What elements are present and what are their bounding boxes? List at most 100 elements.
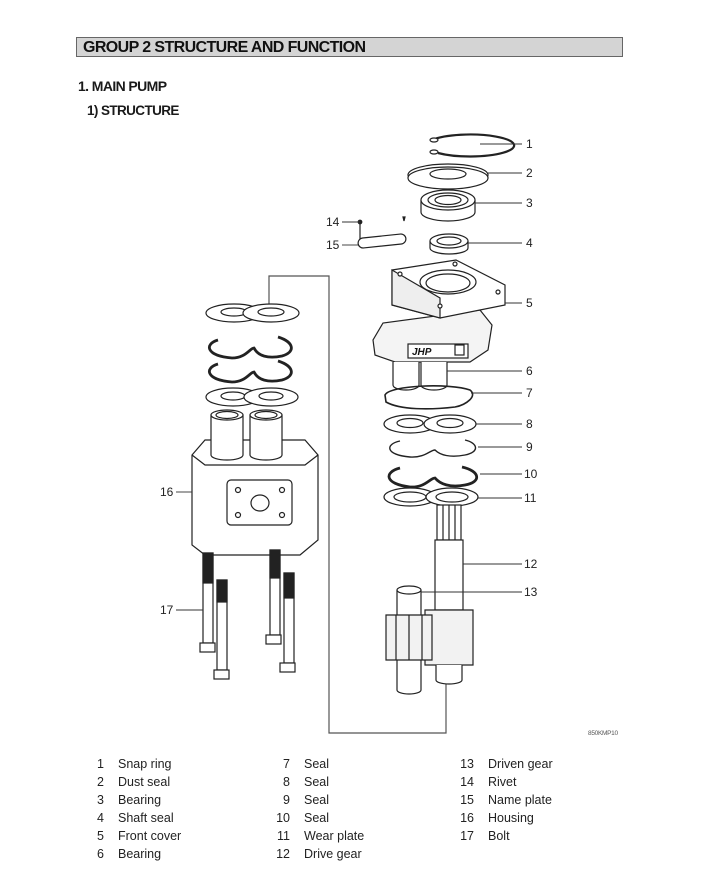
legend-item: 5 Front cover: [82, 827, 181, 845]
legend-label: Driven gear: [488, 757, 553, 771]
legend-label: Snap ring: [118, 757, 172, 771]
callout-9: 9: [526, 440, 533, 454]
legend-item: 17 Bolt: [450, 827, 553, 845]
brand-mark: JHP: [412, 347, 432, 358]
legend-num: 13: [460, 757, 474, 771]
legend-num: 4: [97, 811, 104, 825]
legend-num: 12: [276, 847, 290, 861]
part-seal-left-4: [205, 387, 299, 407]
legend-item: 12 Drive gear: [266, 845, 364, 863]
part-seal-8: [383, 414, 477, 434]
part-drive-gear: [424, 504, 474, 685]
legend-label: Front cover: [118, 829, 182, 843]
callout-3: 3: [526, 196, 533, 210]
legend-label: Bearing: [118, 793, 162, 807]
legend-num: 3: [97, 793, 104, 807]
part-driven-gear: [385, 585, 433, 695]
legend-label: Drive gear: [304, 847, 362, 861]
legend-num: 6: [97, 847, 104, 861]
legend-label: Housing: [488, 811, 534, 825]
legend-num: 2: [97, 775, 104, 789]
legend-num: 7: [283, 757, 290, 771]
legend-item: 3 Bearing: [82, 791, 181, 809]
legend-item: 7 Seal: [266, 755, 364, 773]
callout-16: 16: [160, 485, 174, 499]
assembly-connector-line: [268, 275, 447, 734]
legend-label: Bearing: [118, 847, 162, 861]
legend-item: 13 Driven gear: [450, 755, 553, 773]
legend-label: Seal: [304, 793, 330, 807]
part-snap-ring: [429, 133, 516, 158]
legend-num: 16: [460, 811, 474, 825]
callout-17: 17: [160, 603, 174, 617]
legend-num: 10: [276, 811, 290, 825]
callout-5: 5: [526, 296, 533, 310]
callout-7: 7: [526, 386, 533, 400]
part-bolts: [199, 549, 296, 680]
callout-11: 11: [524, 491, 537, 505]
callout-10: 10: [524, 467, 538, 481]
legend-num: 8: [283, 775, 290, 789]
legend-label: Seal: [304, 757, 330, 771]
part-seal-9: [389, 439, 477, 458]
part-wear-plate: [383, 487, 479, 507]
subsection-title: 1) STRUCTURE: [87, 103, 179, 118]
legend-label: Seal: [304, 775, 330, 789]
legend-label: Bolt: [488, 829, 510, 843]
legend-label: Seal: [304, 811, 330, 825]
part-name-plate: [357, 233, 407, 249]
section-title: 1. MAIN PUMP: [78, 78, 167, 94]
legend-item: 4 Shaft seal: [82, 809, 181, 827]
part-seal-10: [387, 465, 479, 489]
exploded-pump-diagram: JHP: [160, 133, 538, 734]
callout-2: 2: [526, 166, 533, 180]
callout-8: 8: [526, 417, 533, 431]
callouts: 1 2 3 4 5 6 7 8 9 10 11 12 13 14 15 16 1…: [160, 137, 538, 617]
callout-4: 4: [526, 236, 533, 250]
part-seal-left-3: [208, 359, 293, 384]
callout-12: 12: [524, 557, 538, 571]
callout-1: 1: [526, 137, 533, 151]
legend-item: 6 Bearing: [82, 845, 181, 863]
callout-13: 13: [524, 585, 538, 599]
legend-item: 10 Seal: [266, 809, 364, 827]
part-seal-left-2: [208, 335, 293, 360]
part-housing: [191, 409, 319, 556]
figure-code: 850KMP10: [588, 730, 618, 737]
part-front-cover: JHP: [372, 259, 506, 363]
legend-num: 1: [97, 757, 104, 771]
part-seal-left-top: [205, 303, 300, 323]
callout-6: 6: [526, 364, 533, 378]
group-title: GROUP 2 STRUCTURE AND FUNCTION: [83, 39, 366, 56]
legend-num: 15: [460, 793, 474, 807]
part-seal-7: [384, 385, 474, 410]
legend-label: Shaft seal: [118, 811, 174, 825]
legend-num: 17: [460, 829, 474, 843]
legend-item: 9 Seal: [266, 791, 364, 809]
part-dust-seal: [407, 163, 489, 190]
legend-item: 1 Snap ring: [82, 755, 181, 773]
callout-15: 15: [326, 238, 340, 252]
legend-num: 9: [283, 793, 290, 807]
legend-label: Rivet: [488, 775, 517, 789]
part-bearing-rear: [392, 362, 448, 391]
legend-num: 11: [277, 829, 290, 843]
legend-item: 2 Dust seal: [82, 773, 181, 791]
legend-item: 14 Rivet: [450, 773, 553, 791]
group-header: GROUP 2 STRUCTURE AND FUNCTION: [76, 37, 623, 57]
legend-item: 8 Seal: [266, 773, 364, 791]
leader-lines: [176, 143, 522, 611]
legend-num: 5: [97, 829, 104, 843]
legend-item: 16 Housing: [450, 809, 553, 827]
legend-item: 11 Wear plate: [266, 827, 364, 845]
part-bearing-front: [420, 189, 476, 222]
part-shaft-seal: [429, 233, 469, 255]
legend-label: Dust seal: [118, 775, 171, 789]
legend-num: 14: [460, 775, 474, 789]
legend-label: Wear plate: [304, 829, 365, 843]
callout-14: 14: [326, 215, 340, 229]
